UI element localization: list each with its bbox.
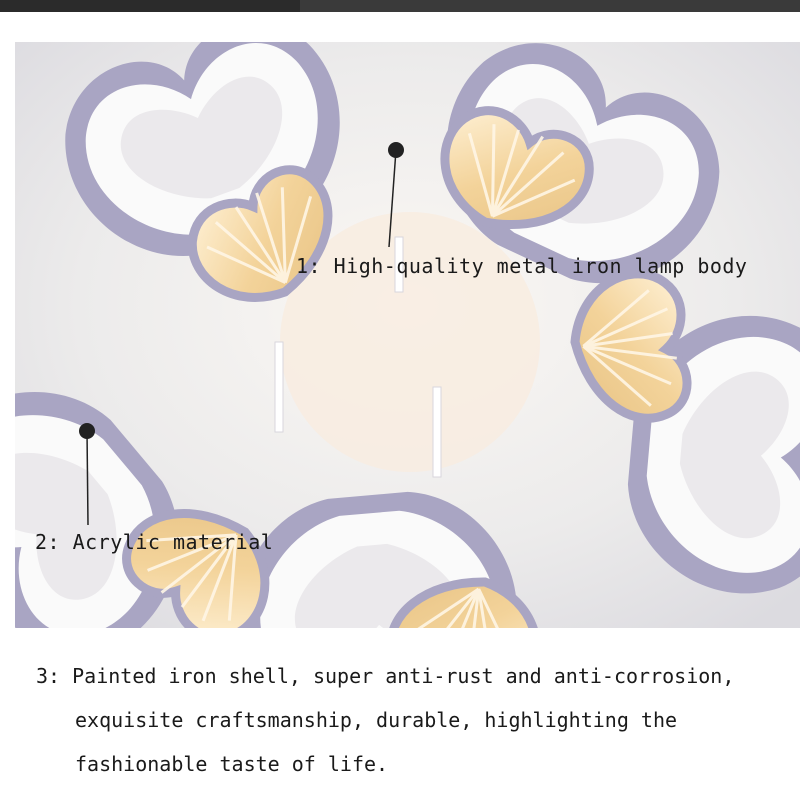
callout-label-acrylic: 2: Acrylic material <box>35 530 274 554</box>
description-line-3: fashionable taste of life. <box>75 752 389 776</box>
top-bar <box>0 0 800 12</box>
callout-label-lamp-body: 1: High-quality metal iron lamp body <box>296 254 748 278</box>
center-hub <box>280 212 540 472</box>
lamp-photo <box>15 42 800 628</box>
support-rod <box>432 386 442 478</box>
callout-marker-2 <box>79 423 95 526</box>
callout-marker-1 <box>388 142 404 248</box>
description-line-2: exquisite craftsmanship, durable, highli… <box>75 708 678 732</box>
support-rod <box>394 236 404 293</box>
feature-description: 3: Painted iron shell, super anti-rust a… <box>36 654 786 786</box>
lamp-illustration <box>15 42 800 628</box>
description-line-1: 3: Painted iron shell, super anti-rust a… <box>36 664 735 688</box>
top-bar-notch <box>300 0 800 12</box>
support-rod <box>274 341 284 433</box>
